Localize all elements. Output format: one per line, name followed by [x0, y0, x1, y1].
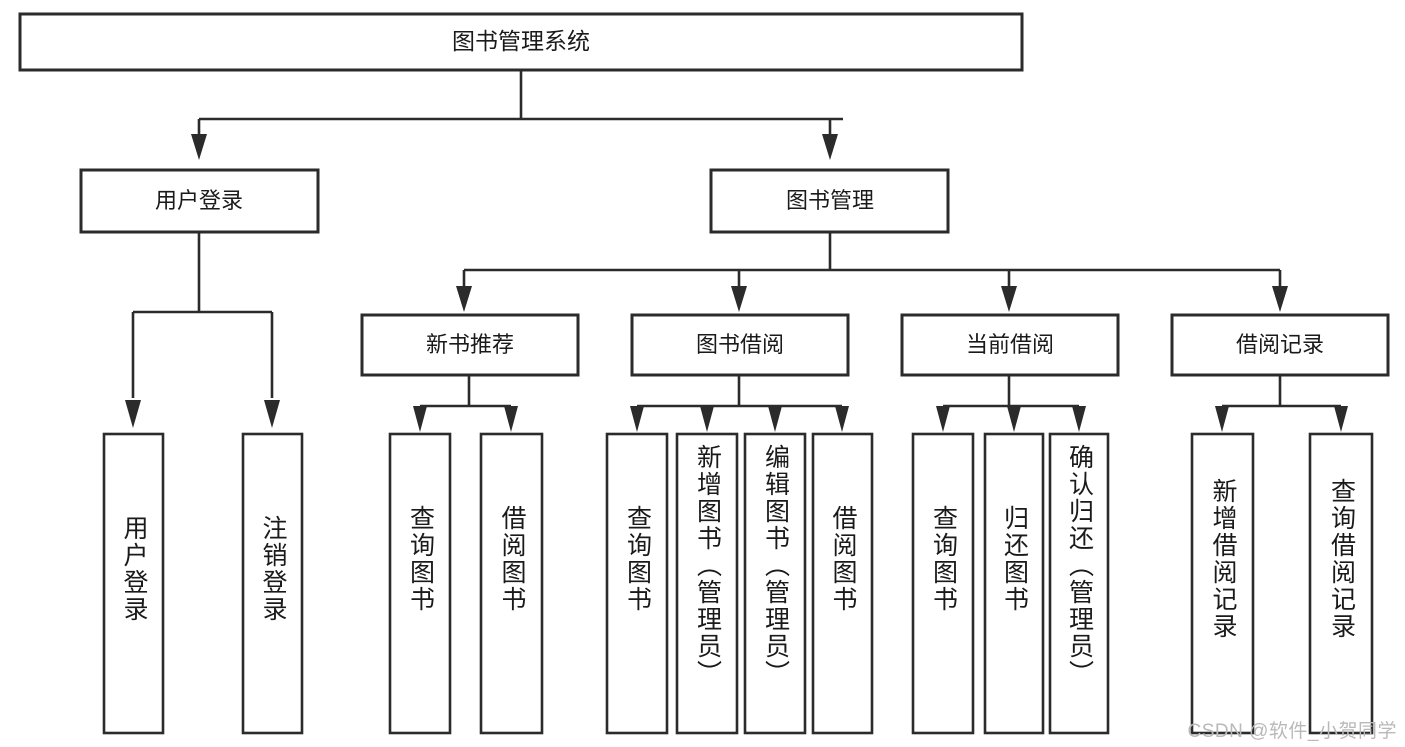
leaf-group-new-book-recommend [388, 432, 544, 735]
csdn-watermark: CSDN @软件_小贺同学 [1187, 721, 1397, 742]
arrow-head-new-book-recommend [456, 286, 472, 312]
node-new-book-recommend-box[interactable] [360, 313, 580, 377]
leaf-box-user-login-1[interactable] [241, 432, 304, 735]
node-book-manage-label: 图书管理 [786, 188, 874, 213]
arrow-head-cb-leaf-1 [936, 406, 950, 432]
leaf-box-current-borrow-0[interactable] [911, 432, 975, 735]
leaf-box-user-login-0[interactable] [102, 432, 165, 735]
arrow-head-bb-leaf-1 [630, 406, 644, 432]
arrow-head-bb-leaf-4 [835, 406, 849, 432]
leaf-box-book-borrow-1[interactable] [675, 432, 739, 735]
connector-group-book-borrow [630, 375, 849, 432]
arrow-head-bb-leaf-3 [768, 406, 782, 432]
leaf-group-current-borrow [911, 432, 1110, 735]
arrow-head-book-borrow [731, 286, 747, 312]
arrow-head-leaf-user-login [125, 400, 141, 428]
connector-group-book-manage [456, 232, 1288, 312]
node-user-login-label: 用户登录 [155, 188, 243, 213]
arrow-head-br-leaf-1 [1215, 406, 1229, 432]
leaf-box-new-book-1[interactable] [479, 432, 544, 735]
node-book-borrow-box[interactable] [630, 313, 850, 377]
leaf-box-borrow-record-1[interactable] [1308, 432, 1374, 735]
arrow-head-cb-leaf-2 [1007, 406, 1021, 432]
node-user-login-box[interactable] [79, 168, 320, 234]
leaf-box-book-borrow-2[interactable] [743, 432, 807, 735]
leaf-box-book-borrow-0[interactable] [605, 432, 669, 735]
connector-group-new-book-recommend [413, 375, 518, 432]
arrow-head-nb-leaf-1 [413, 406, 427, 432]
arrow-head-book-manage [822, 134, 838, 160]
node-current-borrow-label: 当前借阅 [966, 332, 1054, 357]
node-user-login[interactable]: 用户登录 [79, 168, 320, 234]
arrow-head-user-login [191, 134, 207, 160]
node-borrow-record-box[interactable] [1170, 313, 1390, 377]
leaf-box-current-borrow-2[interactable] [1048, 432, 1110, 735]
leaf-box-book-borrow-3[interactable] [811, 432, 874, 735]
node-root-box[interactable] [18, 12, 1024, 72]
node-current-borrow-box[interactable] [900, 313, 1120, 377]
arrow-head-br-leaf-2 [1334, 406, 1348, 432]
leaf-group-book-borrow [605, 432, 874, 735]
arrow-head-leaf-logout [264, 400, 280, 428]
node-new-book-recommend-label: 新书推荐 [426, 332, 514, 357]
node-book-borrow[interactable]: 图书借阅 [630, 313, 850, 377]
arrow-head-cb-leaf-3 [1072, 406, 1086, 432]
leaf-group-user-login [102, 432, 304, 735]
node-borrow-record-label: 借阅记录 [1236, 332, 1324, 357]
node-book-borrow-label: 图书借阅 [696, 332, 784, 357]
leaf-box-borrow-record-0[interactable] [1190, 432, 1255, 735]
arrow-head-nb-leaf-2 [504, 406, 518, 432]
arrow-head-bb-leaf-2 [700, 406, 714, 432]
leaf-box-current-borrow-1[interactable] [983, 432, 1045, 735]
connector-group-borrow-record [1215, 375, 1348, 432]
connector-group-root [191, 70, 843, 160]
node-borrow-record[interactable]: 借阅记录 [1170, 313, 1390, 377]
node-book-manage[interactable]: 图书管理 [709, 168, 950, 234]
connector-group-current-borrow [936, 375, 1086, 432]
node-new-book-recommend[interactable]: 新书推荐 [360, 313, 580, 377]
node-book-manage-box[interactable] [709, 168, 950, 234]
leaf-box-new-book-0[interactable] [388, 432, 452, 735]
leaf-group-borrow-record [1190, 432, 1374, 735]
connector-group-user-login [125, 232, 280, 428]
node-root[interactable]: 图书管理系统 [18, 12, 1024, 72]
node-current-borrow[interactable]: 当前借阅 [900, 313, 1120, 377]
arrow-head-current-borrow [1001, 286, 1017, 312]
arrow-head-borrow-record [1272, 286, 1288, 312]
node-root-label: 图书管理系统 [452, 28, 590, 54]
